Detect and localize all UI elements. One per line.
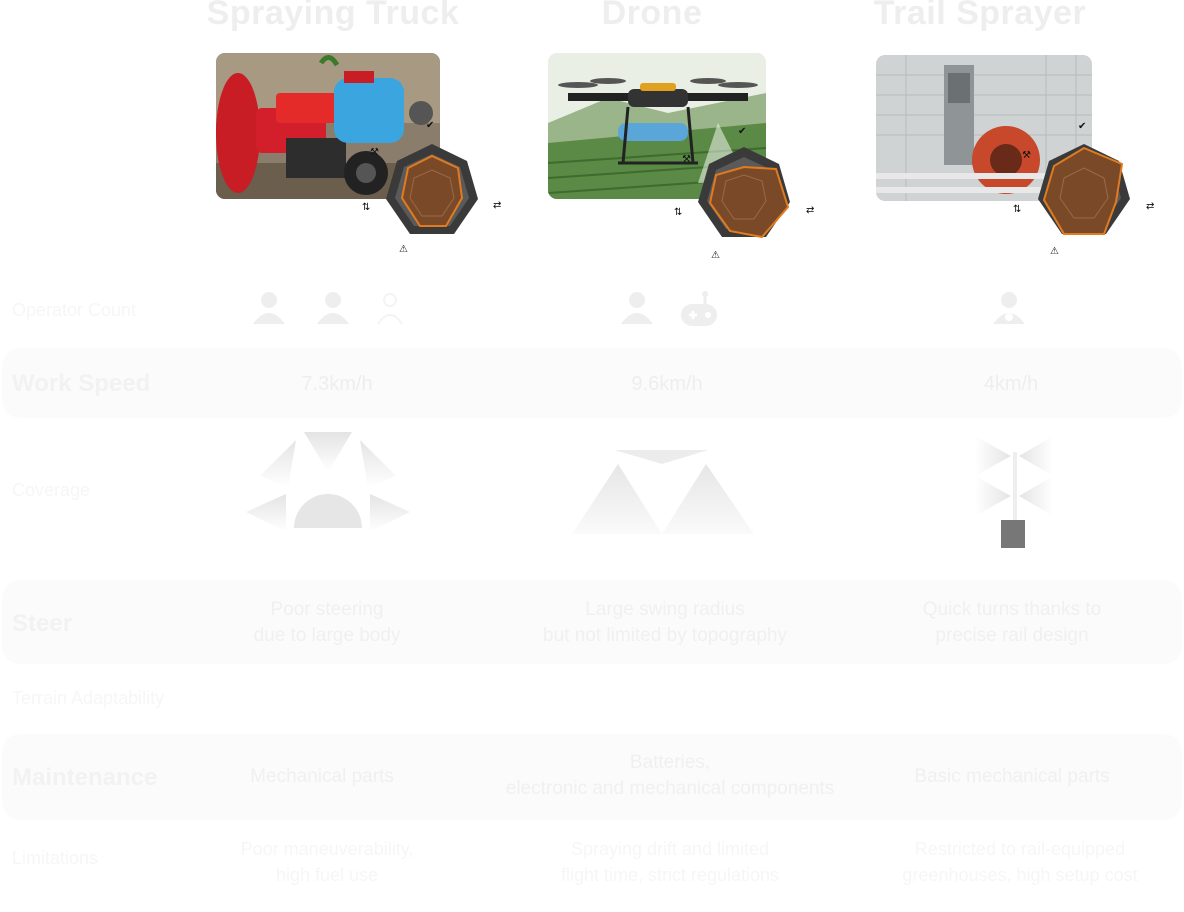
- game-controller-icon: [681, 291, 717, 326]
- drawbacks-trail-sprayer: Restricted to rail-equipped greenhouses,…: [902, 839, 1138, 885]
- row-band-work-speed: [2, 348, 1182, 418]
- wrench-icon: ⚒: [1022, 150, 1031, 161]
- person-icon: [621, 292, 653, 324]
- spraying-truck-photo: [216, 53, 440, 199]
- plus-person-icon: [377, 293, 403, 325]
- warning-icon: ⚠: [399, 244, 408, 255]
- column-title-drone: Drone: [601, 0, 703, 32]
- radar-chart-trail-sprayer: [1038, 144, 1130, 235]
- column-title-spraying-truck: Spraying Truck: [206, 0, 460, 32]
- row-label-drawbacks: Limitations: [12, 848, 99, 868]
- wrench-icon: ⚒: [682, 154, 691, 165]
- work-speed-spraying-truck: 7.3km/h: [301, 373, 373, 395]
- person-icon: [253, 292, 285, 324]
- steer-spraying-truck: Poor steering due to large body: [253, 599, 401, 646]
- drawbacks-drone: Spraying drift and limited flight time, …: [560, 839, 780, 885]
- steer-drone: Large swing radius but not limited by to…: [543, 599, 787, 646]
- person-icon: [317, 292, 349, 324]
- radar-chart-spraying-truck: [386, 144, 478, 234]
- person-outline-icon: [993, 292, 1025, 324]
- row-label-mobility: Terrain Adaptability: [12, 688, 165, 708]
- swap-arrows-icon: ⇄: [493, 200, 502, 211]
- warning-icon: ⚠: [1050, 246, 1059, 257]
- row-band-maintenance: [2, 734, 1182, 820]
- swap-arrows-icon: ⇄: [806, 205, 815, 216]
- maintenance-trail-sprayer: Basic mechanical parts: [914, 766, 1110, 787]
- drawbacks-spraying-truck: Poor maneuverability, high fuel use: [240, 839, 414, 885]
- row-label-work-speed: Work Speed: [12, 370, 151, 397]
- wrench-icon: ⚒: [370, 147, 379, 158]
- row-label-maintenance: Maintenance: [12, 764, 158, 791]
- row-label-steer: Steer: [12, 610, 73, 637]
- zigzag-arrows-icon: ⇅: [674, 207, 683, 218]
- spray-pattern-fan-icon: [246, 432, 410, 532]
- steer-trail-sprayer: Quick turns thanks to precise rail desig…: [922, 599, 1102, 646]
- spray-pattern-vertical-icon: [975, 436, 1053, 548]
- row-band-steer: [2, 580, 1182, 664]
- radar-chart-drone: [698, 147, 790, 239]
- maintenance-spraying-truck: Mechanical parts: [250, 766, 394, 787]
- work-speed-drone: 9.6km/h: [631, 373, 703, 395]
- zigzag-arrows-icon: ⇅: [1013, 204, 1022, 215]
- maintenance-drone: Batteries, electronic and mechanical com…: [505, 752, 835, 799]
- spray-pattern-cone-icon: [572, 450, 754, 534]
- swap-arrows-icon: ⇄: [1146, 201, 1155, 212]
- check-icon: ✔: [1078, 121, 1087, 132]
- check-icon: ✔: [426, 120, 435, 131]
- row-label-coverage: Coverage: [12, 480, 91, 500]
- row-label-operators: Operator Count: [12, 300, 137, 320]
- column-title-trail-sprayer: Trail Sprayer: [873, 0, 1087, 32]
- zigzag-arrows-icon: ⇅: [362, 202, 371, 213]
- warning-icon: ⚠: [711, 250, 720, 261]
- work-speed-trail-sprayer: 4km/h: [983, 373, 1039, 395]
- check-icon: ✔: [738, 126, 747, 137]
